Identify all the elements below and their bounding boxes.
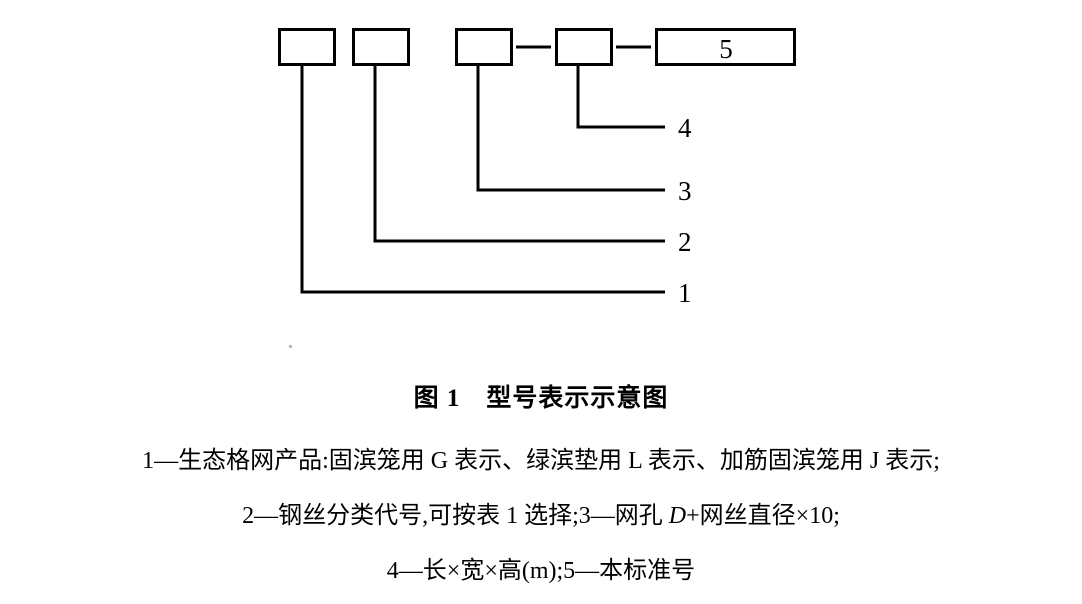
diagram-canvas: 5 4 3 2 1 (278, 28, 796, 308)
leader-line-1 (300, 65, 665, 294)
callout-number-1: 1 (678, 278, 692, 308)
legend-line-3: 4—长×宽×高(m);5—本标准号 (386, 558, 696, 584)
callout-number-group: 4 3 2 1 (678, 113, 692, 308)
legend-line-2: 2—钢丝分类代号,可按表 1 选择;3—网孔 D+网丝直径×10; (0, 495, 1082, 530)
scan-artifact-dot (289, 345, 292, 348)
legend-line-2-symbol-d: D (668, 503, 687, 529)
leader-line-group (300, 65, 665, 294)
legend-line-2-part-a: 2—钢丝分类代号,可按表 1 选择;3—网孔 (242, 503, 669, 529)
box-5-label: 5 (719, 34, 733, 64)
callout-number-4: 4 (678, 113, 692, 143)
leader-line-3 (476, 65, 665, 192)
leader-line-2 (373, 65, 665, 243)
leader-line-4 (576, 65, 665, 129)
figure-caption: 图 1 型号表示示意图 (413, 385, 669, 412)
box-4 (555, 28, 613, 66)
box-5 (655, 28, 796, 66)
legend-line-2-part-b: +网丝直径×10; (686, 503, 840, 529)
box-group (278, 28, 796, 66)
legend-line-1: 1—生态格网产品:固滨笼用 G 表示、绿滨垫用 L 表示、加筋固滨笼用 J 表示… (142, 448, 940, 474)
model-designation-diagram: 5 4 3 2 1 (278, 28, 796, 308)
box-2 (352, 28, 410, 66)
callout-number-3: 3 (678, 176, 692, 206)
callout-number-2: 2 (678, 227, 692, 257)
box-3 (455, 28, 513, 66)
box-1 (278, 28, 336, 66)
